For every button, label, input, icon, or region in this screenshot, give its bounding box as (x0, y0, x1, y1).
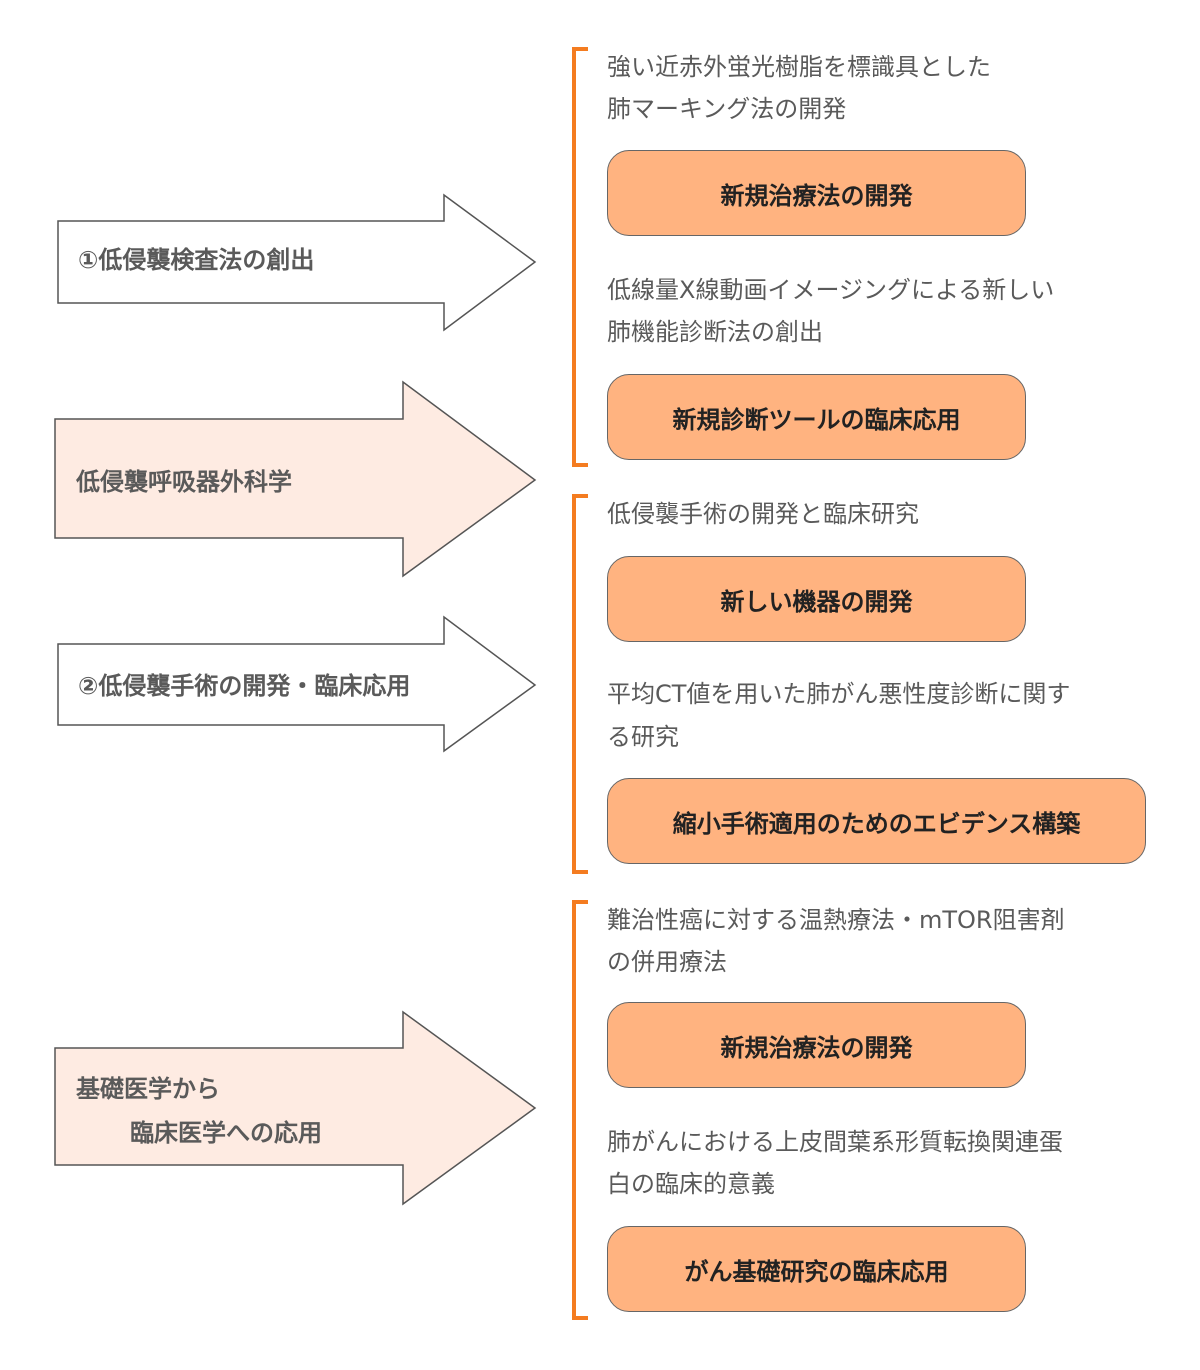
description-line: 肺がんにおける上皮間葉系形質転換関連蛋 (607, 1128, 1063, 1156)
description-line: 肺機能診断法の創出 (607, 318, 823, 346)
outcome-pill: 新規治療法の開発 (607, 1002, 1026, 1088)
arrow-shape (57, 193, 537, 332)
arrow-label-line2: 臨床医学への応用 (130, 1119, 322, 1147)
outcome-pill: 新規治療法の開発 (607, 150, 1026, 236)
arrow-shape (54, 1010, 537, 1206)
description-line: 肺マーキング法の開発 (607, 95, 847, 123)
arrow-label: 低侵襲呼吸器外科学 (76, 468, 292, 496)
arrow-label: ①低侵襲検査法の創出 (78, 246, 315, 274)
arrow-shape (54, 380, 537, 578)
outcome-pill: がん基礎研究の臨床応用 (607, 1226, 1026, 1312)
description-line: 低侵襲手術の開発と臨床研究 (607, 500, 919, 528)
description-line: る研究 (607, 723, 679, 751)
outcome-pill: 新しい機器の開発 (607, 556, 1026, 642)
group-bracket (572, 900, 588, 1320)
description-line: の併用療法 (607, 948, 727, 976)
outcome-pill: 縮小手術適用のためのエビデンス構築 (607, 778, 1146, 864)
arrow-label: ②低侵襲手術の開発・臨床応用 (78, 672, 411, 700)
description-line: 低線量X線動画イメージングによる新しい (607, 276, 1055, 304)
description-line: 白の臨床的意義 (607, 1170, 775, 1198)
description-line: 平均CT値を用いた肺がん悪性度診断に関す (607, 680, 1071, 708)
outcome-pill: 新規診断ツールの臨床応用 (607, 374, 1026, 460)
arrow-shape (57, 615, 537, 753)
description-line: 強い近赤外蛍光樹脂を標識具とした (607, 53, 991, 81)
arrow-label-line1: 基礎医学から (76, 1075, 220, 1103)
group-bracket (572, 494, 588, 874)
description-line: 難治性癌に対する温熱療法・mTOR阻害剤 (607, 906, 1065, 934)
group-bracket (572, 47, 588, 467)
